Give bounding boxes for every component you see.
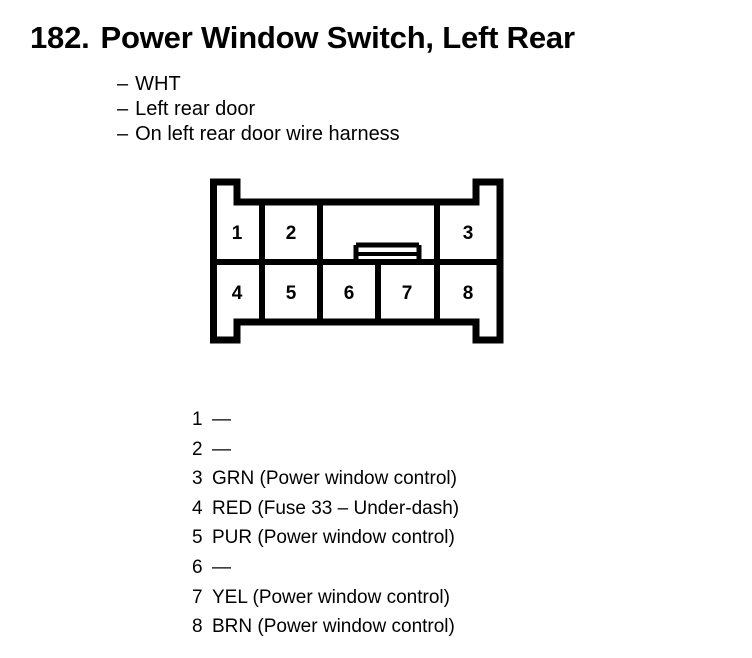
pin-legend-description: BRN (Power window control)	[212, 616, 455, 638]
pin-legend-index: 6	[192, 556, 203, 578]
dash-bullet: –	[117, 73, 129, 95]
dash-bullet: –	[117, 123, 129, 145]
pin-legend-row: 4 RED (Fuse 33 – Under-dash)	[192, 494, 459, 524]
pin-legend-row: 1—	[192, 405, 459, 435]
pin-legend-row: 6—	[192, 553, 459, 583]
pin-legend-description: YEL (Power window control)	[212, 586, 450, 608]
pin-legend-description: —	[212, 556, 231, 578]
pin-legend-row: 7 YEL (Power window control)	[192, 583, 459, 613]
pin-legend-description: —	[212, 409, 231, 430]
title-text: Power Window Switch, Left Rear	[100, 20, 575, 55]
pin-number-8: 8	[463, 283, 474, 304]
pin-legend-description: PUR (Power window control)	[212, 527, 455, 549]
subtitle-item: –Left rear door	[117, 97, 400, 122]
pin-legend-index: 7	[192, 586, 203, 608]
pin-legend-row: 2—	[192, 435, 459, 465]
subtitle-list: –WHT –Left rear door –On left rear door …	[117, 72, 400, 147]
page-title: 182. Power Window Switch, Left Rear	[30, 20, 575, 56]
pin-legend-index: 4	[192, 497, 203, 519]
pin-legend-index: 3	[192, 468, 203, 490]
pin-legend-description: RED (Fuse 33 – Under-dash)	[212, 497, 460, 519]
pin-legend-row: 5 PUR (Power window control)	[192, 523, 459, 553]
pin-number-4: 4	[232, 283, 243, 304]
connector-diagram: 1 2 3 4 5 6 7 8	[200, 172, 530, 362]
pin-legend-row: 8 BRN (Power window control)	[192, 612, 459, 642]
pin-number-7: 7	[402, 283, 413, 304]
subtitle-text: Left rear door	[135, 98, 256, 120]
subtitle-text: On left rear door wire harness	[135, 123, 400, 145]
entry-number: 182.	[30, 20, 90, 55]
pin-legend-index: 8	[192, 616, 203, 638]
pin-legend-index: 5	[192, 527, 203, 549]
subtitle-item: –WHT	[117, 72, 400, 97]
pin-number-5: 5	[286, 283, 297, 304]
pin-number-1: 1	[232, 223, 243, 244]
pin-legend-description: GRN (Power window control)	[212, 468, 457, 490]
pin-number-6: 6	[344, 283, 355, 304]
pin-number-2: 2	[286, 223, 297, 244]
pin-number-3: 3	[463, 223, 474, 244]
dash-bullet: –	[117, 98, 129, 120]
connector-outline	[210, 178, 504, 344]
pin-legend-row: 3 GRN (Power window control)	[192, 464, 459, 494]
subtitle-text: WHT	[135, 73, 181, 95]
pin-legend-index: 1	[192, 409, 203, 430]
pin-legend-index: 2	[192, 438, 203, 460]
pin-legend-description: —	[212, 438, 231, 460]
subtitle-item: –On left rear door wire harness	[117, 122, 400, 147]
center-latch-tab-icon	[353, 242, 422, 262]
